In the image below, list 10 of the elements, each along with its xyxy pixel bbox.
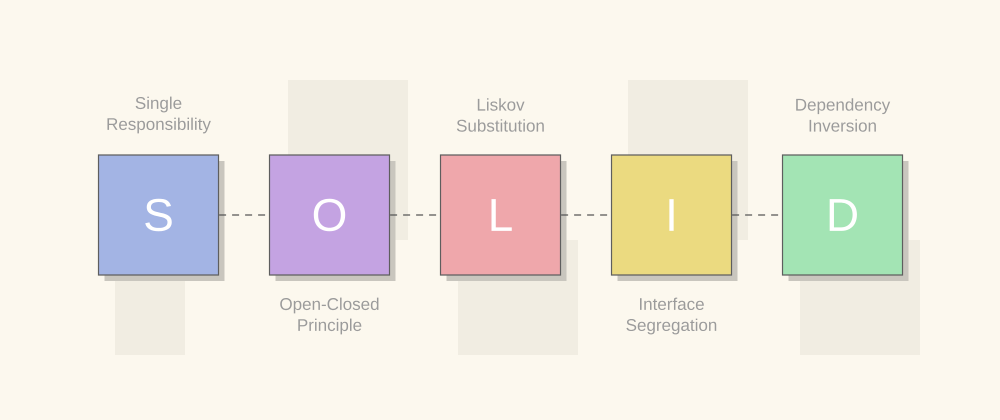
letter-box: L <box>440 154 566 281</box>
principle-label: Dependency Inversion <box>796 98 890 132</box>
principle-label: Liskov Substitution <box>456 98 544 132</box>
letter-box: D <box>782 154 909 281</box>
principle-label: Open-Closed Principle <box>280 298 378 334</box>
letter-box: O <box>268 154 396 281</box>
letter-box: S <box>98 154 224 281</box>
letter-box: I <box>610 154 738 281</box>
principle-label: Interface Segregation <box>626 298 716 334</box>
principle-label: Single Responsibility <box>107 96 211 134</box>
